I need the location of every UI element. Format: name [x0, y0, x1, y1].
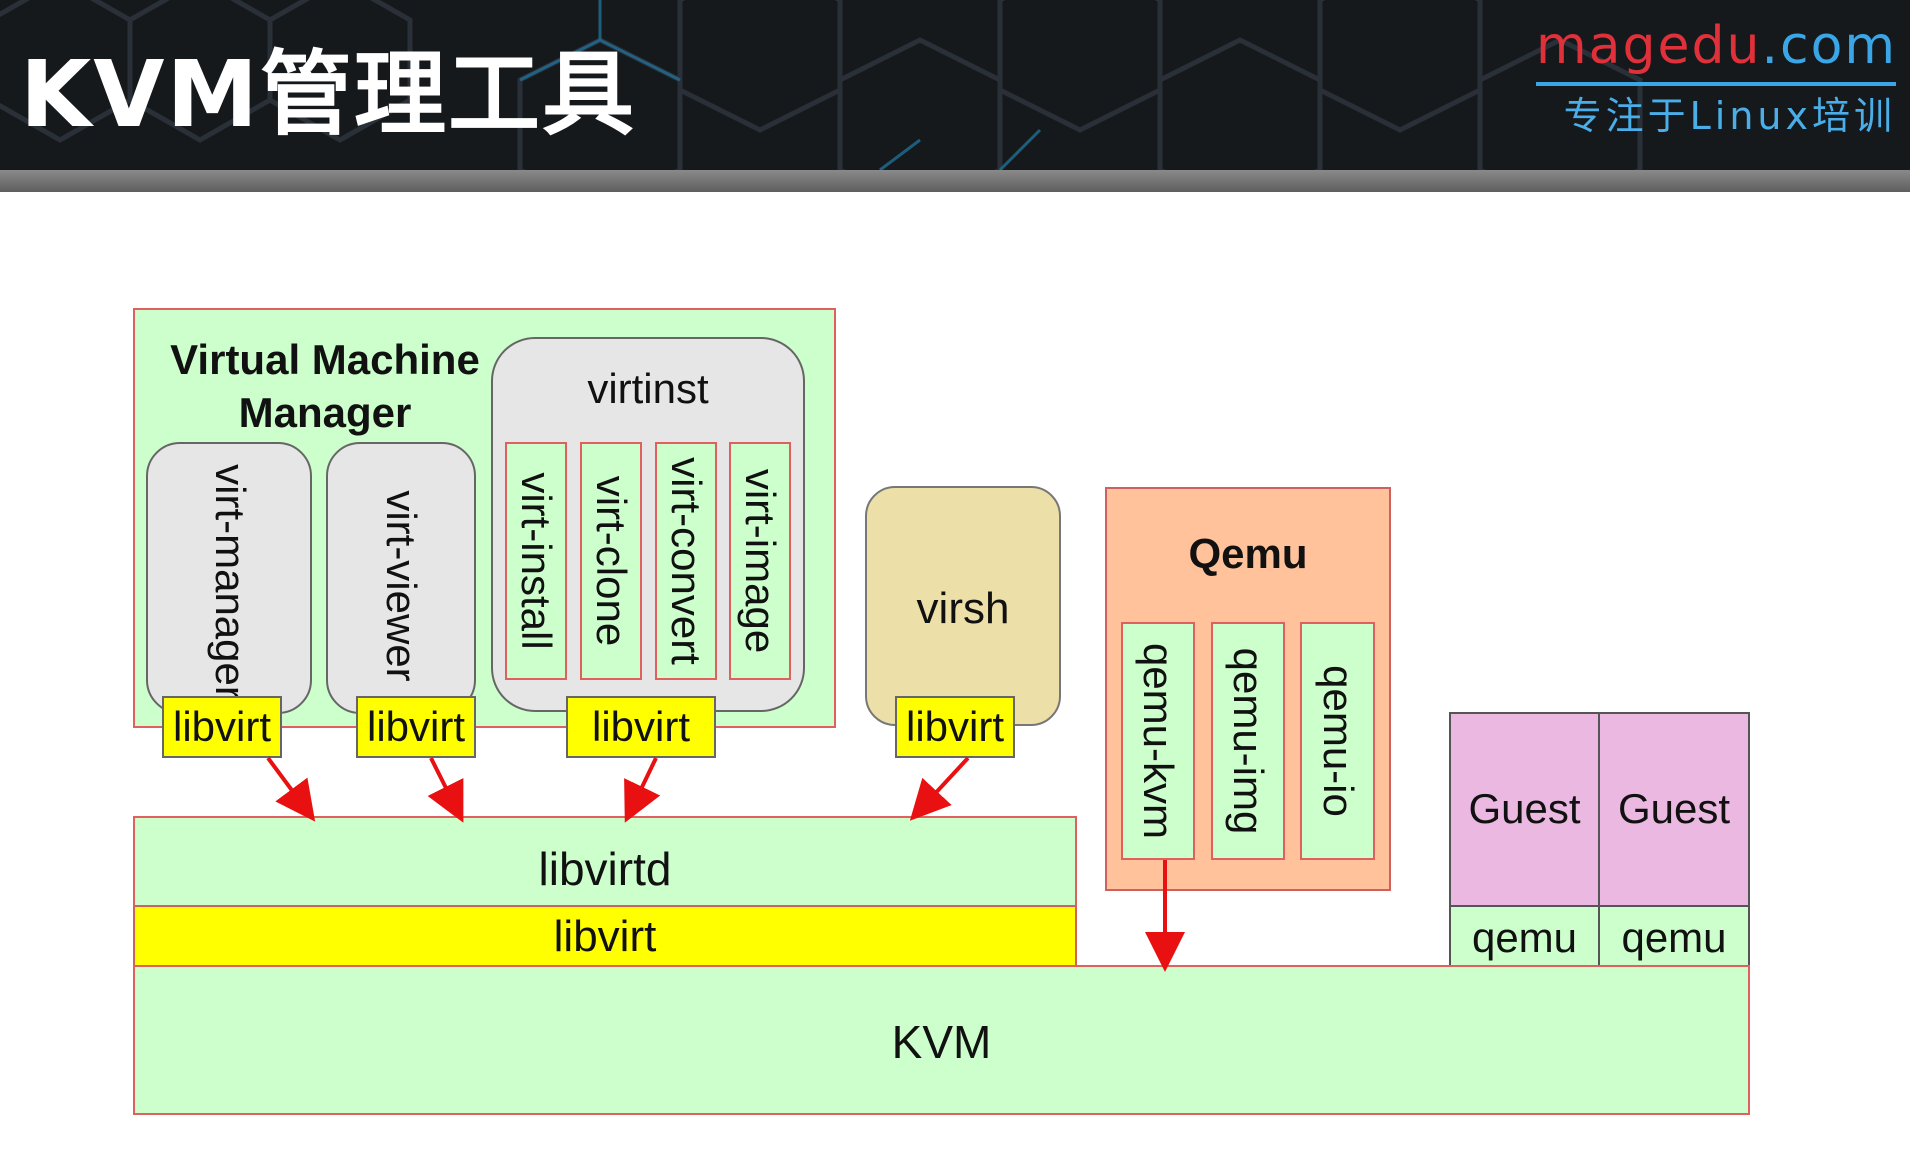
- qemu-io-label: qemu-io: [1315, 665, 1362, 817]
- virt-install-label: virt-install: [513, 472, 560, 650]
- guest-2-qemu-box: [1598, 905, 1750, 967]
- virtinst-title: virtinst: [587, 365, 709, 412]
- qemu-io-box: [1300, 622, 1375, 860]
- libvirt-tag-3-label: libvirt: [591, 703, 690, 750]
- arrow-virsh-to-libvirtd: [909, 756, 970, 821]
- header-divider-bar: [0, 170, 1910, 192]
- virt-viewer-label: virt-viewer: [378, 490, 425, 682]
- guest-2-qemu-label: qemu: [1621, 914, 1727, 961]
- virt-manager-box: [146, 442, 312, 714]
- virt-image-box: [729, 442, 791, 680]
- libvirt-tag-2-label: libvirt: [366, 703, 465, 750]
- virt-clone-box: [580, 442, 642, 680]
- virsh-label: virsh: [916, 584, 1010, 633]
- brand-divider: [1536, 82, 1896, 86]
- guest-2-label: Guest: [1617, 785, 1731, 832]
- virsh-box: [865, 486, 1061, 726]
- virt-convert-box: [655, 442, 717, 680]
- arrow-virt-manager-to-libvirtd: [266, 756, 316, 822]
- vmm-title-line2: Manager: [238, 389, 412, 436]
- virt-image-label: virt-image: [737, 468, 784, 654]
- vmm-title-line1: Virtual Machine: [170, 336, 480, 383]
- qemu-img-box: [1211, 622, 1285, 860]
- hexagon-pattern-background: [0, 0, 1643, 170]
- brand-name: magedu.com: [1536, 16, 1898, 76]
- page-title: KVM管理工具: [20, 41, 637, 148]
- virt-viewer-box: [326, 442, 476, 714]
- libvirt-tag-4-label: libvirt: [905, 703, 1004, 750]
- guest-1-label: Guest: [1468, 785, 1581, 832]
- libvirtd-label: libvirtd: [538, 843, 672, 895]
- virt-clone-label: virt-clone: [588, 475, 635, 647]
- libvirt-tag-1-label: libvirt: [172, 703, 271, 750]
- libvirt-bar-label: libvirt: [553, 912, 657, 961]
- virt-install-box: [505, 442, 567, 680]
- qemu-title: Qemu: [1188, 530, 1308, 577]
- libvirt-tag-virt-viewer: [356, 696, 476, 758]
- kvm-box: [133, 965, 1750, 1115]
- guest-1-box: [1449, 712, 1600, 908]
- arrow-virt-viewer-to-libvirtd: [427, 757, 464, 823]
- brand-tagline: 专注于Linux培训: [1563, 94, 1896, 138]
- kvm-label: KVM: [891, 1016, 992, 1068]
- qemu-kvm-box: [1121, 622, 1195, 860]
- brand-logo: magedu.com 专注于Linux培训: [1536, 12, 1896, 140]
- libvirt-tag-virt-manager: [162, 696, 282, 758]
- virt-convert-label: virt-convert: [663, 457, 710, 665]
- slide-header: KVM管理工具 magedu.com 专注于Linux培训: [0, 0, 1910, 170]
- virt-manager-label: virt-manager: [207, 464, 254, 700]
- libvirt-tag-virsh: [895, 696, 1015, 758]
- arrow-virtinst-to-libvirtd: [624, 757, 661, 823]
- libvirt-tag-virtinst: [566, 696, 716, 758]
- qemu-kvm-label: qemu-kvm: [1135, 642, 1182, 840]
- guest-1-qemu-label: qemu: [1471, 914, 1578, 961]
- qemu-img-label: qemu-img: [1225, 647, 1272, 835]
